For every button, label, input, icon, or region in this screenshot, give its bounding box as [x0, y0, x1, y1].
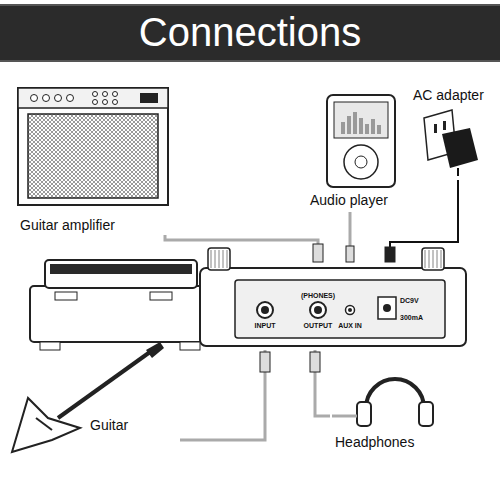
ac-adapter-drawing	[424, 110, 478, 176]
amplifier-node: Guitar amplifier	[15, 85, 175, 235]
effects-pedal-drawing	[30, 248, 466, 350]
headphones-node: Headphones	[330, 368, 450, 456]
audio-player-node: Audio player	[305, 92, 410, 212]
audio-player-drawing	[327, 95, 395, 187]
guitar-node: Guitar	[10, 345, 180, 450]
device-label: Guitar amplifier	[20, 217, 115, 234]
port-label: INPUT	[255, 322, 276, 330]
port-label: (PHONES)	[301, 292, 335, 300]
guitar-drawing	[12, 342, 164, 452]
device-label: Audio player	[310, 192, 388, 209]
title-text: Connections	[0, 6, 500, 58]
cable	[165, 235, 318, 262]
cable	[180, 350, 265, 440]
device-label: AC adapter	[413, 87, 484, 104]
device-label: Guitar	[90, 417, 128, 434]
jack-plug	[313, 244, 323, 262]
jack-plug	[260, 352, 270, 372]
port-label: AUX IN	[338, 322, 362, 330]
port-label: OUTPUT	[304, 322, 333, 330]
jack-plug	[346, 246, 354, 262]
port-label: DC9V	[400, 297, 419, 305]
ac-adapter-node: AC adapter	[405, 85, 495, 180]
device-label: Headphones	[335, 434, 414, 451]
jack-plug	[310, 352, 320, 372]
dc-plug	[385, 247, 395, 262]
port-label: 300mA	[400, 314, 423, 322]
cable	[390, 180, 458, 262]
amplifier-drawing	[18, 88, 168, 205]
effects-unit-node: INPUT (PHONES) OUTPUT AUX IN DC9V 300mA	[30, 262, 470, 350]
headphones-drawing	[332, 379, 433, 426]
